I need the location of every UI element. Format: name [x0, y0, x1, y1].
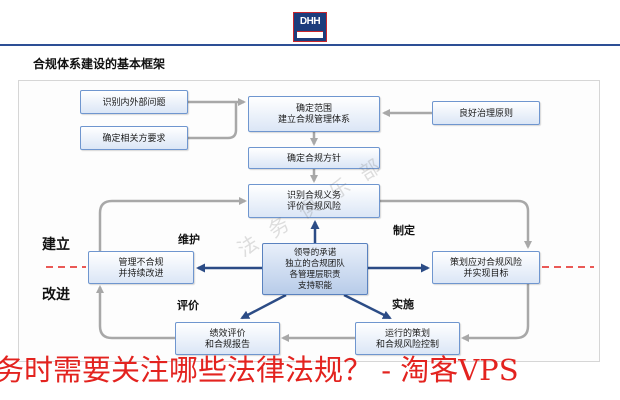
- header-rule: [0, 44, 620, 46]
- arrow-core-to-operation: [343, 293, 392, 320]
- box-text-line: 支持职能: [297, 280, 332, 290]
- box-nonconformity: 管理不合规 并持续改进: [88, 251, 194, 284]
- label-implement: 实施: [392, 299, 414, 311]
- box-stakeholder-requirements: 确定相关方要求: [80, 126, 188, 150]
- box-text: 确定相关方要求: [102, 132, 166, 143]
- box-text-line: 并持续改进: [118, 267, 164, 278]
- box-text-line: 确定范围: [295, 103, 332, 113]
- box-text: 良好治理原则: [458, 107, 513, 118]
- firm-logo: DHH: [293, 12, 327, 42]
- arrow-nonconformity-to-obligations: [98, 197, 247, 251]
- box-text-line: 管理不合规: [118, 256, 164, 267]
- box-text: 识别内外部问题: [102, 96, 166, 107]
- arrow-core-to-evaluation: [240, 293, 287, 320]
- box-text-line: 各管理层职责: [289, 269, 341, 279]
- box-text-line: 领导的承诺: [293, 247, 337, 257]
- box-policy: 确定合规方针: [248, 147, 380, 169]
- arrow-planning-to-operation: [461, 284, 530, 342]
- box-core-support: 领导的承诺 独立的合规团队 各管理层职责 支持职能: [262, 243, 368, 295]
- arrow-requirements-to-scope: [188, 103, 238, 140]
- box-text-line: 运行的策划: [384, 327, 430, 338]
- overlay-caption: 务时需要关注哪些法律法规？ - 淘客VPS: [0, 353, 519, 387]
- arrow-evaluation-to-nonconformity: [96, 285, 175, 340]
- box-identify-issues: 识别内外部问题: [80, 90, 188, 114]
- box-text-line: 并实现目标: [463, 267, 509, 278]
- box-planning: 策划应对合规风险 并实现目标: [432, 251, 540, 284]
- box-scope: 确定范围 建立合规管理体系: [248, 96, 380, 132]
- box-text-line: 独立的合规团队: [285, 258, 345, 268]
- label-establish: 建立: [42, 236, 70, 252]
- box-text: 确定合规方针: [286, 152, 341, 163]
- arrow-obligations-to-planning: [380, 199, 532, 249]
- slide-title: 合规体系建设的基本框架: [33, 57, 166, 71]
- label-define: 制定: [393, 225, 415, 237]
- box-text-line: 和合规风险控制: [375, 338, 439, 349]
- box-text-line: 建立合规管理体系: [277, 114, 350, 124]
- box-operation: 运行的策划 和合规风险控制: [355, 322, 460, 355]
- label-improve: 改进: [42, 286, 70, 302]
- label-maintain: 维护: [178, 234, 200, 246]
- box-governance-principles: 良好治理原则: [432, 101, 540, 125]
- box-text-line: 绩效评价: [209, 327, 246, 338]
- box-text-line: 识别合规义务: [286, 190, 341, 200]
- label-evaluate: 评价: [177, 300, 199, 312]
- logo-text: DHH: [299, 16, 321, 27]
- logo-band: [297, 31, 323, 38]
- box-evaluation: 绩效评价 和合规报告: [175, 322, 280, 355]
- box-text-line: 策划应对合规风险: [449, 256, 522, 267]
- box-text-line: 和合规报告: [204, 338, 250, 349]
- box-text-line: 评价合规风险: [286, 201, 341, 211]
- box-obligations: 识别合规义务 评价合规风险: [248, 184, 380, 218]
